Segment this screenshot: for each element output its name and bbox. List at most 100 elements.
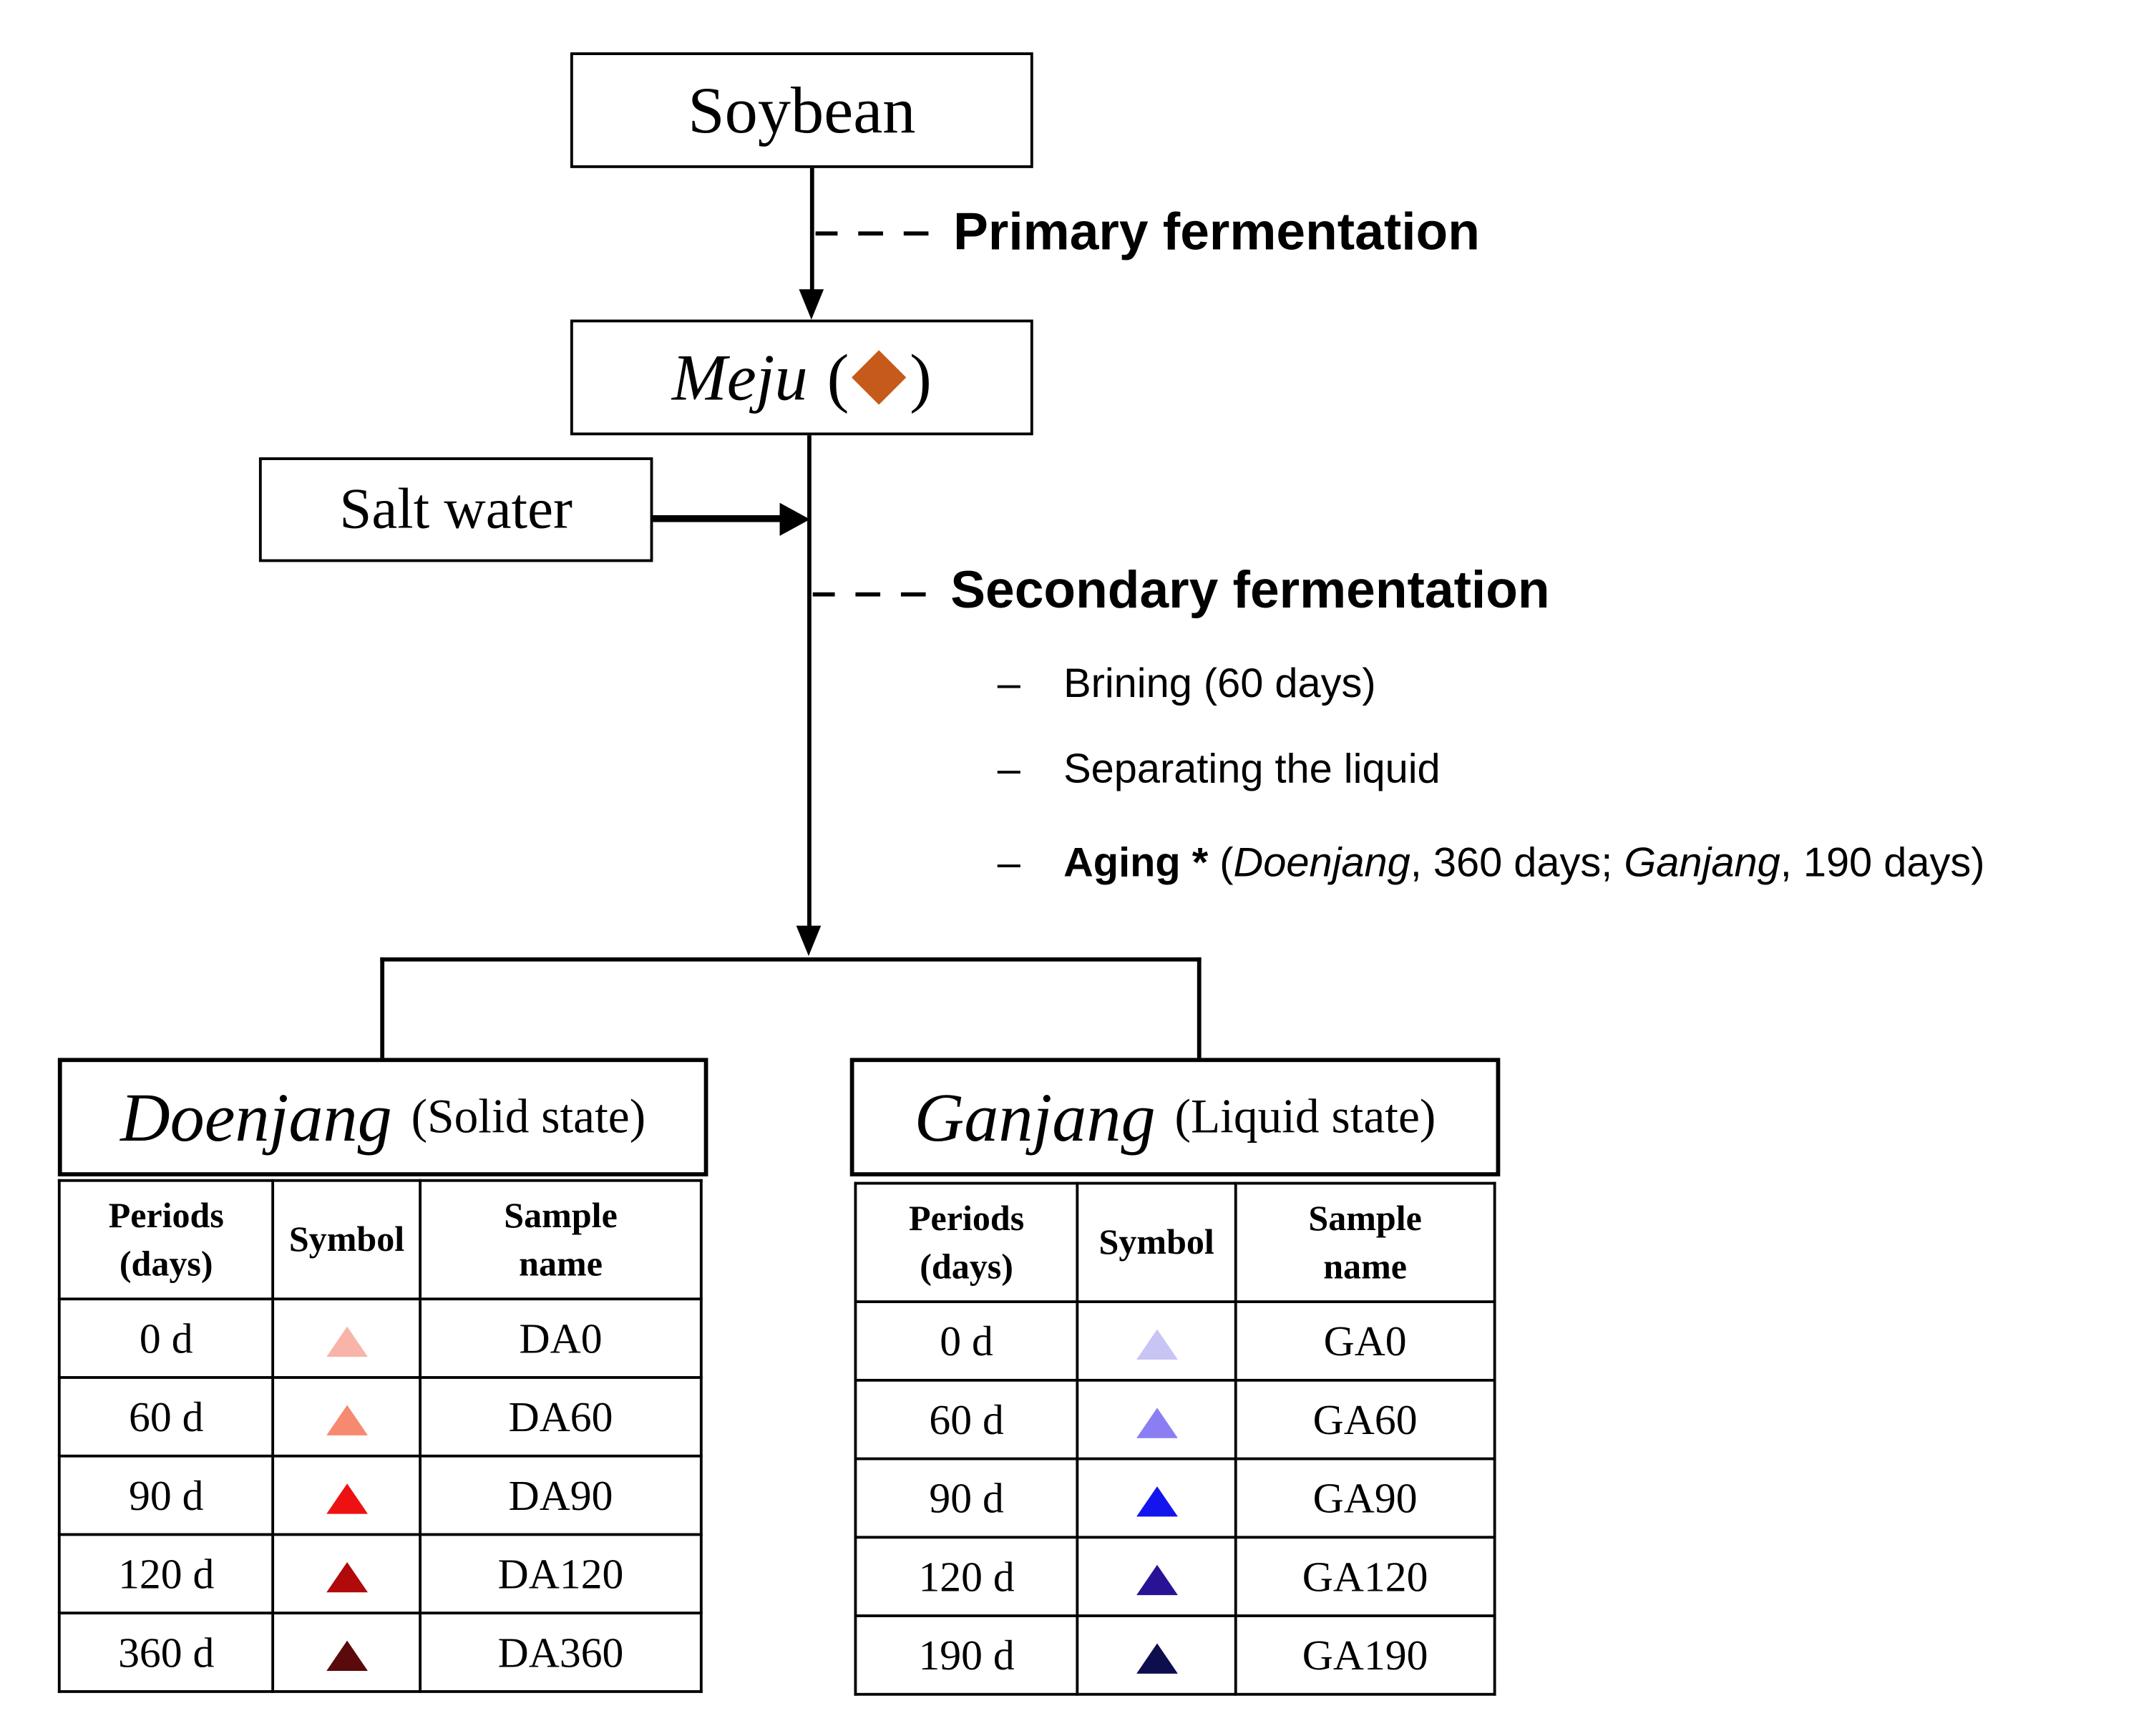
arrowhead-to-split (796, 925, 822, 956)
triangle-icon (1136, 1408, 1178, 1439)
step-text: Brining (60 days) (1063, 661, 1376, 707)
triangle-icon (1136, 1486, 1178, 1518)
doenjang-sample-cell: DA0 (419, 1297, 703, 1379)
table-row: 120 d GA120 (854, 1536, 1496, 1617)
ganjang-symbol-cell (1076, 1378, 1237, 1461)
secondary-dash-1 (812, 592, 835, 597)
symbol-header: Symbol (1076, 1181, 1237, 1304)
ganjang-sample-cell: GA120 (1234, 1536, 1496, 1617)
split-left-drop (380, 957, 385, 1061)
ganjang-sample-cell: GA60 (1234, 1378, 1496, 1461)
table-row: 60 d GA60 (854, 1378, 1496, 1461)
doenjang-symbol-cell (271, 1297, 422, 1379)
primary-fermentation-label: Primary fermentation (953, 203, 1480, 262)
table-row: 90 d GA90 (854, 1457, 1496, 1539)
doenjang-period-cell: 120 d (57, 1533, 275, 1615)
doenjang-sample-cell: DA120 (419, 1533, 703, 1615)
connector-soybean-meju (809, 167, 814, 293)
secondary-fermentation-label: Secondary fermentation (950, 562, 1550, 620)
triangle-icon (1136, 1644, 1178, 1674)
split-right-drop (1197, 957, 1202, 1061)
ganjang-period-cell: 90 d (854, 1457, 1079, 1539)
triangle-icon (326, 1483, 368, 1515)
aging-doenjang-days: , 360 days; (1410, 840, 1624, 886)
doenjang-state: (Solid state) (411, 1089, 646, 1143)
periods-header: Periods(days) (854, 1181, 1079, 1304)
periods-header: Periods(days) (57, 1179, 275, 1301)
ganjang-sample-cell: GA190 (1234, 1614, 1496, 1696)
arrowhead-salt-water (779, 502, 810, 536)
salt-water-label: Salt water (339, 477, 572, 542)
triangle-icon (1136, 1565, 1178, 1596)
primary-dash-3 (903, 231, 929, 236)
ganjang-period-cell: 0 d (854, 1300, 1079, 1382)
aging-ganjang-days: , 190 days) (1780, 840, 1985, 886)
table-row: 360 d DA360 (57, 1611, 703, 1693)
ganjang-symbol-cell (1076, 1300, 1237, 1382)
doenjang-title: Doenjang (120, 1078, 392, 1156)
meju-diamond-icon (852, 350, 907, 405)
ganjang-symbol-cell (1076, 1614, 1237, 1696)
aging-ganjang: Ganjang (1624, 840, 1780, 886)
ganjang-period-cell: 190 d (854, 1614, 1079, 1696)
doenjang-sample-cell: DA60 (419, 1376, 703, 1458)
soybean-label: Soybean (688, 73, 916, 147)
primary-dash-2 (858, 231, 883, 236)
triangle-icon (326, 1562, 368, 1594)
ganjang-title-box: Ganjang (Liquid state) (849, 1058, 1501, 1176)
ganjang-title: Ganjang (914, 1078, 1156, 1156)
meju-label: Meju (671, 341, 808, 414)
salt-water-box: Salt water (258, 457, 653, 562)
doenjang-sample-cell: DA360 (419, 1611, 703, 1693)
step-bullet: – (997, 661, 1020, 707)
ganjang-period-cell: 60 d (854, 1378, 1079, 1461)
ganjang-state: (Liquid state) (1174, 1089, 1436, 1143)
aging-doenjang: Doenjang (1233, 840, 1410, 886)
ganjang-sample-cell: GA90 (1234, 1457, 1496, 1539)
primary-dash-1 (815, 231, 838, 236)
aging-star: * (1180, 840, 1220, 886)
symbol-header: Symbol (271, 1179, 422, 1301)
connector-meju-split (807, 435, 812, 929)
split-horizontal (380, 957, 1202, 962)
doenjang-period-cell: 90 d (57, 1454, 275, 1536)
step-brining: –Brining (60 days) (998, 661, 1376, 708)
table-row: 0 d DA0 (57, 1297, 703, 1379)
doenjang-symbol-cell (271, 1454, 422, 1536)
arrowhead-to-meju (799, 289, 824, 320)
doenjang-period-cell: 360 d (57, 1611, 275, 1693)
table-row: 90 d DA90 (57, 1454, 703, 1536)
triangle-icon (326, 1405, 368, 1436)
ganjang-symbol-cell (1076, 1457, 1237, 1539)
meju-close-paren: ) (910, 341, 932, 414)
doenjang-period-cell: 0 d (57, 1297, 275, 1379)
soybean-box: Soybean (570, 52, 1033, 168)
doenjang-symbol-cell (271, 1376, 422, 1458)
step-separating: –Separating the liquid (998, 746, 1441, 793)
doenjang-symbol-cell (271, 1611, 422, 1693)
triangle-icon (326, 1641, 368, 1672)
table-row: 190 d GA190 (854, 1614, 1496, 1696)
ganjang-sample-cell: GA0 (1234, 1300, 1496, 1382)
secondary-dash-2 (855, 592, 881, 597)
doenjang-title-box: Doenjang (Solid state) (57, 1058, 708, 1176)
triangle-icon (326, 1327, 368, 1357)
ganjang-period-cell: 120 d (854, 1536, 1079, 1617)
table-row: 0 d GA0 (854, 1300, 1496, 1382)
secondary-dash-3 (900, 592, 926, 597)
step-aging: –Aging * (Doenjang, 360 days; Ganjang, 1… (998, 840, 1985, 887)
triangle-icon (1136, 1330, 1178, 1360)
doenjang-symbol-cell (271, 1533, 422, 1615)
meju-box: Meju ( ) (570, 319, 1033, 436)
table-row: 120 d DA120 (57, 1533, 703, 1615)
meju-open-paren: ( (827, 341, 849, 414)
doenjang-sample-cell: DA90 (419, 1454, 703, 1536)
aging-open: ( (1219, 840, 1234, 886)
step-bullet: – (997, 746, 1020, 792)
